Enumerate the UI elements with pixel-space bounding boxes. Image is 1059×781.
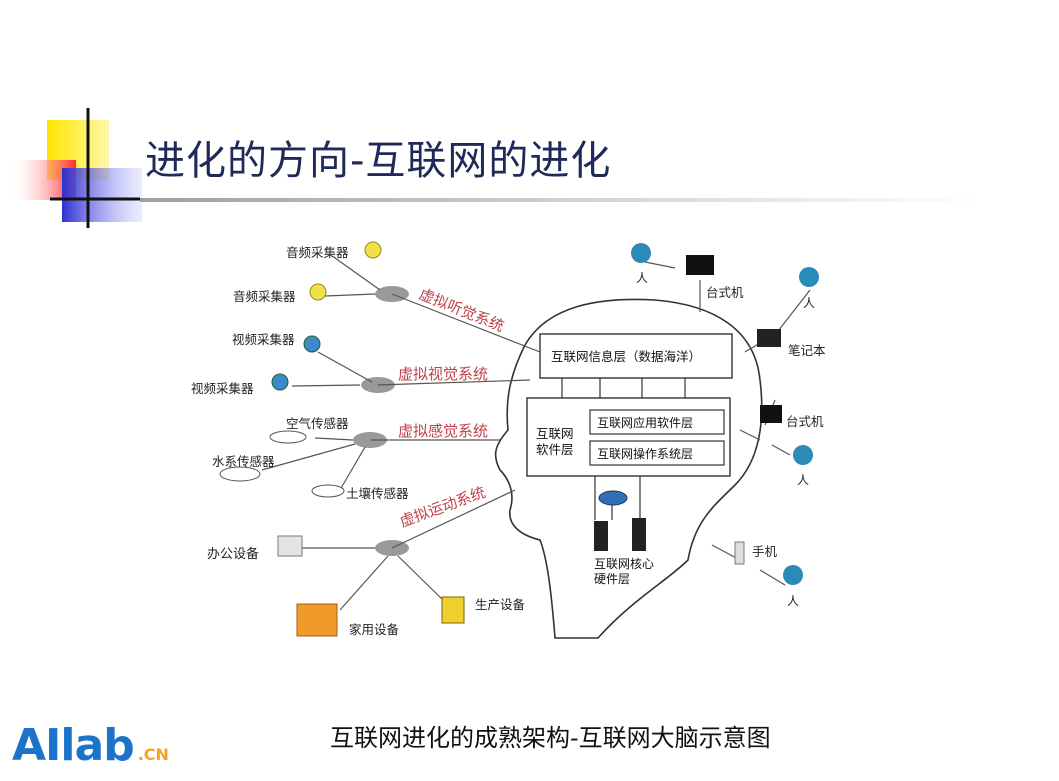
sensor-ellipse	[269, 430, 307, 444]
system-vision-label: 虚拟视觉系统	[398, 365, 488, 383]
info-layer-box	[539, 333, 733, 379]
terminal-laptop-label: 笔记本	[788, 343, 826, 358]
terminal-desktop2-label: 台式机	[786, 414, 824, 429]
device-office-label: 办公设备	[207, 546, 259, 562]
title-decoration	[14, 108, 980, 228]
person-icon	[783, 565, 803, 585]
speaker-icon	[309, 283, 327, 301]
core-layer-label-2: 硬件层	[594, 572, 630, 586]
terminal-desktop1-label: 台式机	[706, 285, 744, 300]
terminal-phone-label: 手机	[752, 544, 778, 559]
router-icon	[598, 490, 628, 506]
device-production-label: 生产设备	[475, 597, 526, 612]
logo-main-text: AIlab	[12, 720, 135, 771]
person-icon	[631, 243, 651, 263]
person-label: 人	[803, 296, 815, 310]
device-audio1-label: 音频采集器	[286, 245, 349, 260]
core-layer-label-1: 互联网核心	[594, 557, 654, 571]
software-layer-label-1: 互联网	[536, 426, 574, 441]
system-hearing-label: 虚拟听觉系统	[417, 285, 507, 335]
phone-icon	[734, 541, 745, 565]
blue-block	[62, 168, 142, 222]
person-label: 人	[636, 271, 648, 285]
system-sensing-label: 虚拟感觉系统	[398, 422, 488, 440]
app-layer-box	[589, 409, 725, 435]
forklift-icon	[441, 596, 465, 624]
sensor-ellipse	[311, 484, 345, 498]
app-layer-label: 互联网应用软件层	[597, 415, 693, 430]
internet-brain-diagram: 互联网信息层（数据海洋） 互联网 软件层 互联网应用软件层 互联网操作系统层 互…	[191, 241, 826, 639]
info-layer-label: 互联网信息层（数据海洋）	[551, 349, 701, 364]
os-layer-label: 互联网操作系统层	[597, 446, 693, 461]
os-layer-box	[589, 440, 725, 466]
diagram-caption: 互联网进化的成熟架构-互联网大脑示意图	[330, 724, 771, 752]
speaker-icon	[364, 241, 382, 259]
server-icon	[594, 521, 608, 551]
device-home-label: 家用设备	[349, 622, 400, 637]
person-icon	[799, 267, 819, 287]
device-video1-label: 视频采集器	[232, 332, 295, 347]
device-audio2-label: 音频采集器	[233, 289, 296, 304]
home-appliance-icon	[296, 603, 338, 637]
software-layer-label-2: 软件层	[536, 442, 574, 457]
camera-icon	[271, 373, 289, 391]
logo-suffix-text: .CN	[137, 745, 169, 764]
connection-lines	[261, 257, 811, 611]
ailab-logo: AIlab .CN	[12, 722, 169, 770]
desktop-icon	[760, 405, 782, 423]
person-icon	[793, 445, 813, 465]
desktop-icon	[686, 255, 714, 275]
laptop-icon	[757, 329, 781, 347]
person-label: 人	[797, 473, 809, 487]
horizontal-rule	[140, 198, 980, 202]
device-air-label: 空气传感器	[286, 416, 349, 431]
slide-title: 进化的方向-互联网的进化	[145, 138, 612, 184]
printer-icon	[277, 535, 303, 557]
server-icon	[632, 518, 646, 551]
head-outline	[494, 298, 763, 639]
person-label: 人	[787, 594, 799, 608]
device-water-label: 水系传感器	[212, 454, 275, 469]
camera-icon	[303, 335, 321, 353]
sensor-ellipse	[219, 466, 261, 482]
device-soil-label: 土壤传感器	[346, 486, 409, 501]
device-video2-label: 视频采集器	[191, 381, 254, 396]
